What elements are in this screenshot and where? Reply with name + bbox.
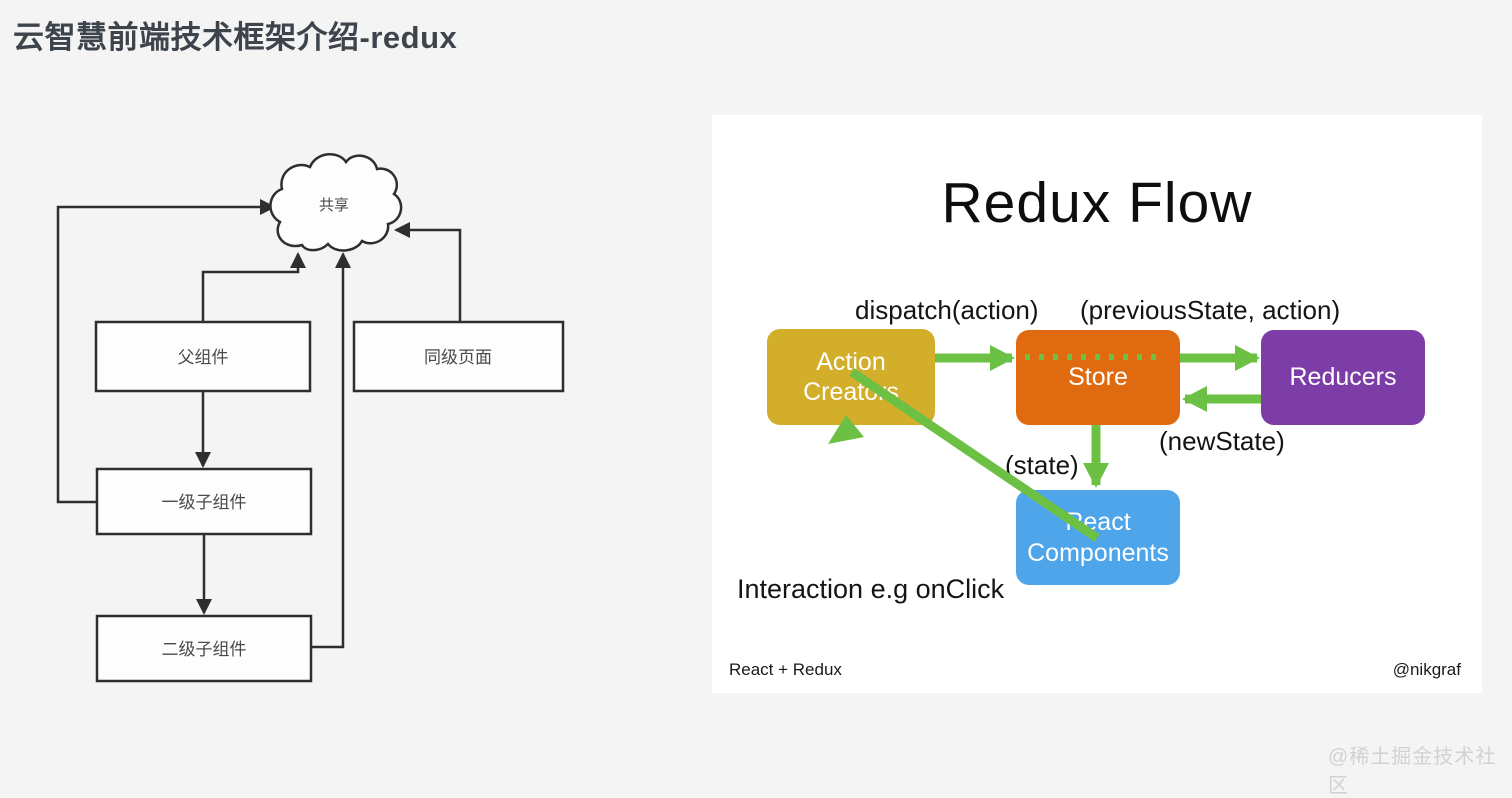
redux-flow-title: Redux Flow xyxy=(941,171,1253,235)
watermark: @稀土掘金技术社区 xyxy=(1328,746,1497,797)
label-child-level2: 二级子组件 xyxy=(162,640,247,659)
label-parent-component: 父组件 xyxy=(178,348,229,367)
cloud-label: 共享 xyxy=(319,197,349,214)
component-box-labels: 父组件 同级页面 一级子组件 二级子组件 xyxy=(162,348,493,659)
component-boxes xyxy=(94,320,565,683)
box-reducers: Reducers xyxy=(1261,330,1425,425)
label-new-state: (newState) xyxy=(1159,426,1285,456)
label-previous-state: (previousState, action) xyxy=(1080,295,1341,325)
arrow-parent-to-cloud xyxy=(201,252,306,322)
box-react-components: React Components xyxy=(1016,490,1180,585)
connector-lines xyxy=(56,199,462,649)
box-sibling-page xyxy=(352,320,565,393)
label-state: (state) xyxy=(1005,450,1079,480)
label-child-level1: 一级子组件 xyxy=(162,493,247,512)
footer-react-redux: React + Redux xyxy=(729,660,842,679)
box-child-level2 xyxy=(95,614,313,683)
label-sibling-page: 同级页面 xyxy=(424,348,492,367)
label-interaction-onclick: Interaction e.g onClick xyxy=(737,574,1005,604)
footer-author: @nikgraf xyxy=(1392,660,1461,679)
arrow-sibling-to-cloud xyxy=(394,222,462,322)
box-store: Store xyxy=(1016,330,1180,425)
box-action-creators: Action Creators xyxy=(767,329,935,425)
label-dispatch-action: dispatch(action) xyxy=(855,295,1039,325)
page-title: 云智慧前端技术框架介绍-redux xyxy=(13,20,458,55)
component-communication-diagram: 共享 父组件 同级页面 一级子组件 二级子组件 xyxy=(56,153,565,683)
redux-flow-slide: Redux Flow dispatch(action) (previousSta… xyxy=(712,115,1482,693)
shared-cloud-shape xyxy=(269,153,403,252)
box-child-level1 xyxy=(95,467,313,536)
box-parent-component xyxy=(94,320,312,393)
arrow-child1-to-cloud xyxy=(56,199,276,504)
arrow-child2-to-cloud xyxy=(311,252,351,649)
